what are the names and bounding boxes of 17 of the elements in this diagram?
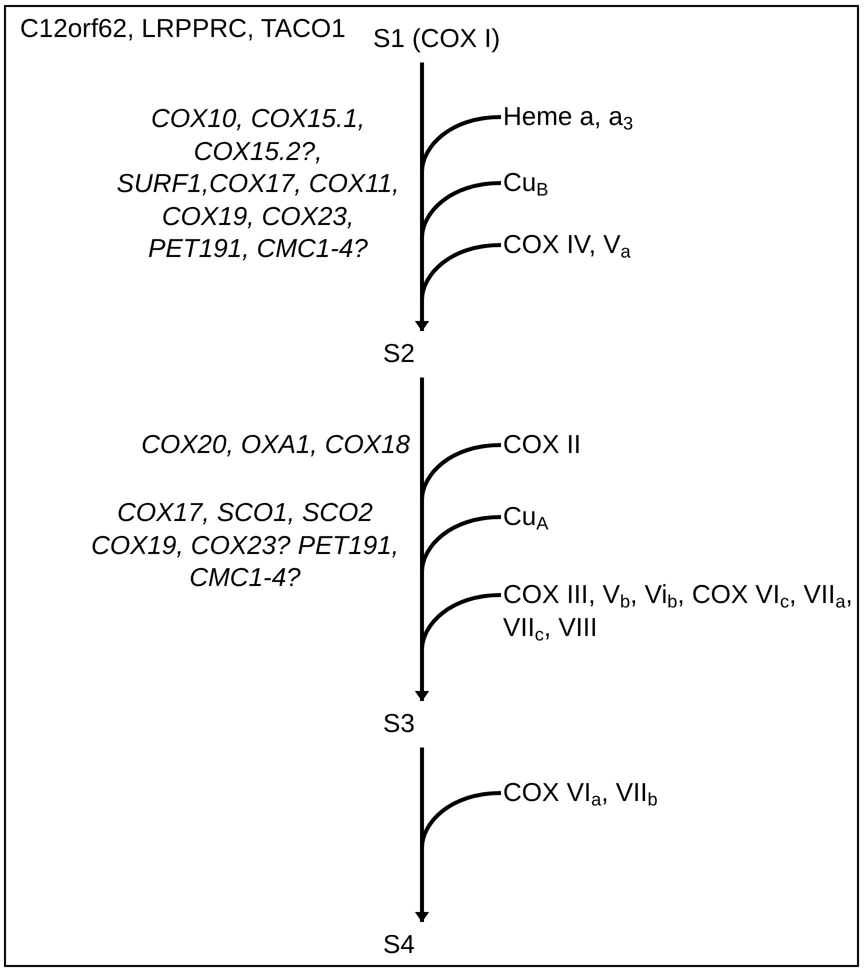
component-label: Heme a, a$_{3}$ xyxy=(503,100,634,132)
component-label: COX IV, V$_{a}$ xyxy=(503,228,631,260)
component-label: Cu$_{B}$ xyxy=(503,166,548,198)
stage-label: S4 xyxy=(383,928,415,960)
assembly-factor-list: COX17, SCO1, SCO2 COX19, COX23? PET191, CMC1-4? xyxy=(80,496,410,594)
component-label: COX II xyxy=(503,428,582,460)
assembly-factor-list: COX10, COX15.1, COX15.2?, SURF1,COX17, COX11, COX19, COX23, PET191, CMC1-4? xyxy=(108,102,408,264)
stage-label: S3 xyxy=(383,707,415,740)
arrow xyxy=(415,593,502,701)
stage-label: S1 (COX I) xyxy=(373,22,500,54)
arrow xyxy=(415,243,502,331)
component-label: Cu$_{A}$ xyxy=(503,500,548,532)
component-label: COX VI$_{a}$, VII$_{b}$ xyxy=(503,776,658,808)
component-label: COX III, V$_{b}$, Vi$_{b}$, COX VI$_{c}$, VII$_{a}$, VII$_{c}$, VIII xyxy=(503,578,853,643)
arrow xyxy=(415,791,502,922)
assembly-factor-list: COX20, OXA1, COX18 xyxy=(80,428,410,460)
stage-label: S2 xyxy=(383,337,415,370)
